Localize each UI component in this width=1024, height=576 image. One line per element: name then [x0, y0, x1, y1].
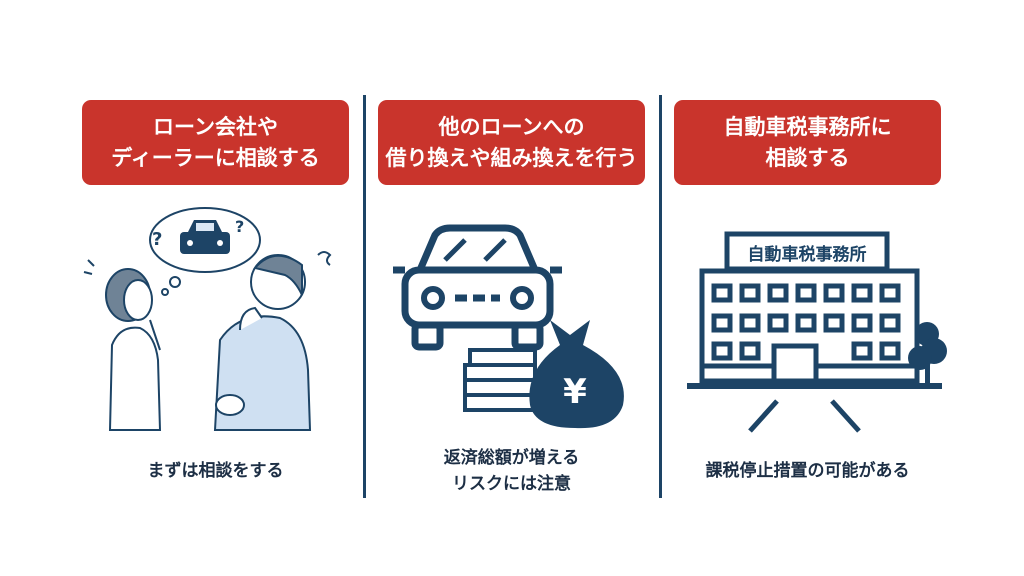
caption-line: 課税停止措置の可能がある — [705, 461, 910, 481]
caption-line: まずは相談をする — [147, 461, 284, 481]
man-figure — [213, 254, 312, 431]
tree-icon — [908, 322, 947, 384]
column-1-caption: まずは相談をする — [82, 458, 349, 484]
column-3-caption: 課税停止措置の可能がある — [674, 458, 941, 484]
title-line: 自動車税事務所に — [723, 114, 892, 139]
title-line: 借り換えや組み換えを行う — [385, 145, 638, 170]
divider — [363, 95, 366, 498]
svg-text:?: ? — [235, 217, 244, 236]
yen-symbol: ¥ — [563, 372, 587, 412]
tax-office-building-illustration: 自動車税事務所 — [687, 231, 947, 433]
title-line: ローン会社や — [153, 114, 278, 139]
column-3-title: 自動車税事務所に 相談する — [674, 100, 941, 185]
woman-figure — [105, 268, 162, 431]
caption-line: リスクには注意 — [452, 474, 571, 494]
consulting-people-illustration: ? ? — [83, 207, 332, 431]
column-2-caption: 返済総額が増える リスクには注意 — [378, 445, 645, 497]
car-outline-icon — [393, 224, 562, 351]
title-line: 相談する — [765, 145, 850, 170]
svg-text:?: ? — [152, 229, 162, 250]
banknote-stack-icon — [463, 348, 537, 412]
column-1-title: ローン会社や ディーラーに相談する — [82, 100, 349, 185]
title-line: 他のローンへの — [438, 114, 585, 139]
divider — [659, 95, 662, 498]
windows — [711, 283, 901, 361]
building-sign: 自動車税事務所 — [748, 244, 867, 265]
title-line: ディーラーに相談する — [111, 145, 320, 170]
car-money-illustration: ¥ — [393, 224, 624, 429]
car-icon — [180, 220, 230, 254]
column-2-title: 他のローンへの 借り換えや組み換えを行う — [378, 100, 645, 185]
caption-line: 返済総額が増える — [443, 448, 580, 468]
money-bag-icon: ¥ — [529, 320, 624, 429]
